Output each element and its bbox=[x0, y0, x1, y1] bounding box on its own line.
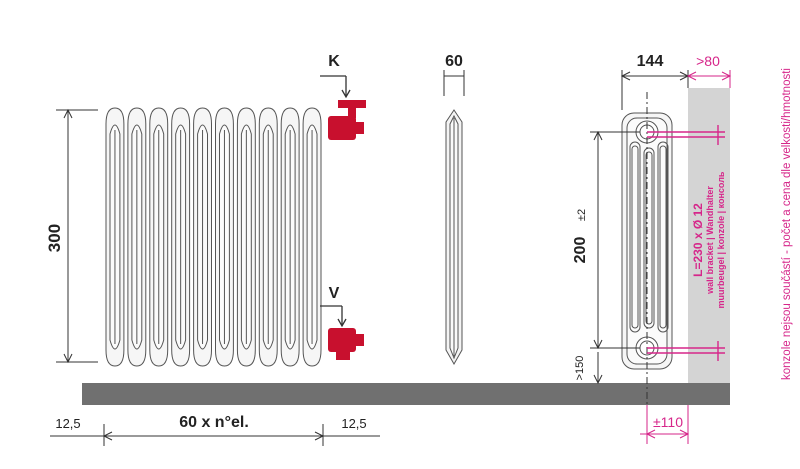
height-dimension-line bbox=[56, 108, 98, 364]
radiator-section bbox=[302, 107, 322, 367]
dim-center-label: 60 x n°el. bbox=[179, 414, 249, 431]
radiator-section bbox=[127, 107, 147, 367]
gt150-line bbox=[593, 352, 603, 385]
pm110-line bbox=[640, 405, 690, 444]
radiator-section bbox=[215, 107, 234, 367]
radiator-front-view bbox=[105, 107, 322, 367]
label-v: V bbox=[329, 285, 340, 302]
bracket-nl-ru-label: muurbeugel | konzole | консоль bbox=[716, 171, 726, 308]
arrow-v bbox=[320, 305, 347, 328]
tolerance-label: ±2 bbox=[576, 209, 588, 221]
dim-right-label: 12,5 bbox=[341, 416, 366, 431]
axis200-label: 200 bbox=[572, 237, 589, 264]
depth-label: 60 bbox=[445, 53, 463, 70]
radiator-end-view bbox=[621, 112, 673, 370]
label-k: K bbox=[328, 53, 340, 70]
radiator-section bbox=[236, 107, 256, 367]
bracket-main-label: L=230 x Ø 12 bbox=[691, 203, 705, 277]
radiator-section bbox=[105, 107, 125, 367]
wall-bracket bbox=[647, 125, 725, 361]
arrow-k bbox=[320, 75, 351, 99]
depth-dimension-line bbox=[443, 70, 465, 96]
width144-label: 144 bbox=[637, 53, 664, 70]
valve-top bbox=[328, 100, 366, 140]
side-note: konzole nejsou součástí - počet a cena d… bbox=[781, 68, 793, 380]
radiator-section bbox=[171, 107, 191, 367]
axis200-line bbox=[590, 130, 640, 350]
gt80-line bbox=[686, 70, 732, 88]
radiator-side-view bbox=[445, 109, 463, 366]
radiator-section bbox=[280, 107, 300, 367]
radiator-section bbox=[258, 107, 278, 367]
valve-bottom bbox=[328, 328, 364, 360]
radiator-section bbox=[193, 107, 212, 367]
floor bbox=[82, 383, 730, 405]
gt150-label: >150 bbox=[574, 356, 586, 381]
height-label: 300 bbox=[45, 224, 64, 252]
radiator-section bbox=[149, 107, 169, 367]
bracket-en-de-label: wall bracket | Wandhalter bbox=[705, 186, 715, 295]
gt80-label: >80 bbox=[696, 53, 720, 69]
width-dimension-lines bbox=[50, 424, 380, 446]
pm110-label: ±110 bbox=[653, 414, 683, 430]
width144-line bbox=[620, 70, 690, 110]
dim-left-label: 12,5 bbox=[55, 416, 80, 431]
